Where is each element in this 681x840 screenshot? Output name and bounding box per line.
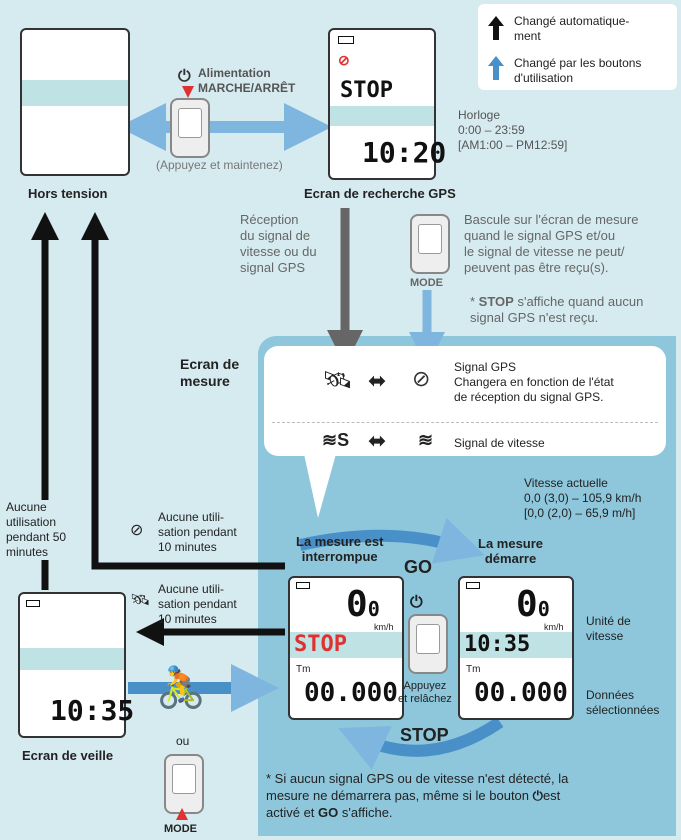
- legend-auto-label: Changé automatique- ment: [514, 14, 630, 43]
- speed-sensor-icon: ≋: [418, 430, 434, 450]
- press-device: [408, 614, 448, 674]
- stop-action-label: STOP: [400, 725, 449, 745]
- gps-search-screen: ⊘ STOP 10:20: [328, 28, 446, 180]
- reception-text: Réception du signal de vitesse ou du sig…: [240, 212, 317, 275]
- started-tm: Tm: [466, 664, 481, 675]
- signal-callout-divider: [272, 422, 658, 423]
- press-power-icon: ⏻: [410, 594, 423, 611]
- started-unit: km/h: [544, 622, 564, 632]
- standby-mode-press-icon: [176, 808, 188, 820]
- gps-timeout-icon: 🛰: [130, 592, 151, 609]
- timeout-10-off-arrow: [81, 212, 285, 570]
- started-data: 00.000: [474, 678, 568, 708]
- gps-search-stop: STOP: [340, 78, 393, 103]
- cyclist-icon: 🚴: [156, 666, 206, 710]
- gps-search-time: 10:20: [362, 136, 447, 169]
- go-label: GO: [404, 557, 433, 577]
- legend-manual-arrow-icon: [488, 56, 504, 80]
- go-arrow: [298, 517, 485, 564]
- paused-title: La mesure est interrompue: [296, 534, 384, 564]
- paused-speed: 00: [346, 584, 380, 625]
- stop-arrow: [338, 717, 504, 770]
- standby-screen: 10:35: [18, 592, 134, 738]
- double-arrow-icon: ⬌: [368, 368, 387, 393]
- speed-range-text: Vitesse actuelle 0,0 (3,0) – 105,9 km/h …: [524, 476, 642, 520]
- battery-icon: [338, 36, 354, 44]
- started-time: 10:35: [464, 632, 531, 657]
- speed-signal-icon: ≋S: [322, 430, 350, 450]
- paused-unit: km/h: [374, 622, 394, 632]
- clock-label: Horloge 0:00 – 23:59 [AM1:00 – PM12:59]: [458, 108, 568, 152]
- standby-time: 10:35: [50, 694, 135, 727]
- mode-device: [410, 214, 450, 274]
- started-title: La mesure démarre: [478, 536, 544, 566]
- off-caption: Hors tension: [28, 186, 108, 201]
- footnote: * Si aucun signal GPS ou de vitesse n'es…: [266, 771, 569, 820]
- timeout-10a-text: Aucune utili- sation pendant 10 minutes: [158, 510, 237, 554]
- satellite-icon: 🛰: [322, 367, 353, 394]
- power-press-arrow-icon: [182, 86, 194, 98]
- started-speed: 00: [516, 584, 550, 625]
- standby-caption: Ecran de veille: [22, 748, 114, 763]
- no-gps-timeout-icon: ⊘: [130, 522, 144, 539]
- power-device: [170, 98, 210, 158]
- no-gps-icon: ⊘: [338, 52, 350, 68]
- paused-tm: Tm: [296, 664, 311, 675]
- legend-box: [478, 4, 677, 90]
- timeout-50-text: Aucune utilisation pendant 50 minutes: [6, 500, 67, 560]
- off-screen: [20, 28, 130, 176]
- measure-caption: Ecran de mesure: [180, 356, 240, 389]
- ou-label: ou: [176, 734, 190, 748]
- power-hint: (Appuyez et maintenez): [156, 158, 283, 172]
- power-label: Alimentation MARCHE/ARRÊT: [198, 66, 296, 95]
- double-arrow-icon-2: ⬌: [368, 428, 387, 453]
- press-text: Appuyez et relâchez: [398, 680, 452, 705]
- started-screen: 00 km/h 10:35 Tm 00.000: [458, 576, 574, 720]
- selected-data-label: Données sélectionnées: [586, 688, 660, 717]
- stop-note: * STOP s'affiche quand aucun signal GPS …: [470, 294, 644, 325]
- paused-stop: STOP: [294, 632, 347, 657]
- legend-manual-label: Changé par les boutons d'utilisation: [514, 56, 642, 85]
- signal-callout: [264, 346, 666, 456]
- no-satellite-icon: ⊘: [412, 366, 431, 391]
- paused-screen: 00 km/h STOP Tm 00.000: [288, 576, 404, 720]
- mode-text: Bascule sur l'écran de mesure quand le s…: [464, 212, 639, 275]
- standby-mode-label: MODE: [164, 823, 197, 835]
- callout-tail: [304, 454, 336, 518]
- power-button-icon: ⏻: [178, 68, 191, 85]
- legend-auto-arrow-icon: [488, 16, 504, 40]
- footnote-power-icon: ⏻: [532, 788, 543, 803]
- speed-unit-label: Unité de vitesse: [586, 614, 631, 643]
- gps-search-caption: Ecran de recherche GPS: [304, 186, 456, 201]
- gps-signal-text: Signal GPS Changera en fonction de l'éta…: [454, 360, 614, 404]
- timeout-10b-text: Aucune utili- sation pendant 10 minutes: [158, 582, 237, 626]
- paused-data: 00.000: [304, 678, 398, 708]
- standby-mode-device: [164, 754, 204, 814]
- speed-signal-text: Signal de vitesse: [454, 436, 545, 450]
- mode-label: MODE: [410, 277, 443, 289]
